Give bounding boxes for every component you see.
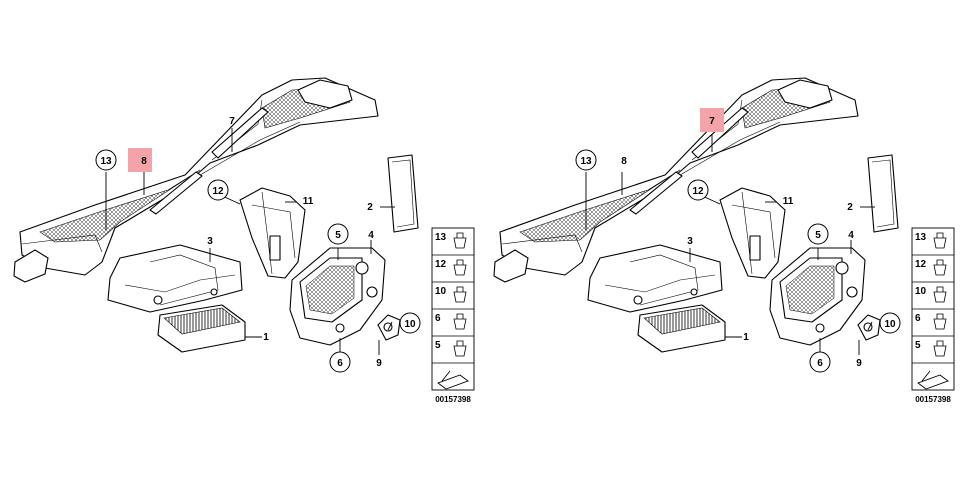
fastener-icon bbox=[933, 286, 947, 303]
part-label-9: 9 bbox=[856, 358, 862, 369]
part-label-13: 13 bbox=[580, 156, 592, 167]
highlight-box bbox=[700, 108, 724, 132]
left-diagram bbox=[13, 77, 419, 355]
fastener-legend: 13 12 10 6 5 00157398 bbox=[911, 227, 955, 404]
fastener-icon bbox=[453, 286, 467, 303]
arrow-symbol-icon bbox=[437, 370, 469, 390]
fastener-legend: 13 12 10 6 5 00157398 bbox=[431, 227, 475, 404]
fastener-icon bbox=[933, 259, 947, 276]
part-label-3: 3 bbox=[207, 236, 213, 247]
part-label-9: 9 bbox=[376, 358, 382, 369]
part-label-10: 10 bbox=[884, 319, 896, 330]
legend-label: 13 bbox=[915, 232, 927, 243]
legend-label: 12 bbox=[435, 259, 447, 270]
legend-label: 5 bbox=[915, 340, 921, 351]
callout-circle bbox=[575, 149, 597, 171]
callout-circle bbox=[687, 179, 709, 201]
legend-label: 13 bbox=[435, 232, 447, 243]
callout-circle bbox=[809, 351, 831, 373]
fastener-icon bbox=[933, 313, 947, 330]
part-label-13: 13 bbox=[100, 156, 112, 167]
callout-circle bbox=[207, 179, 229, 201]
right-diagram bbox=[493, 77, 899, 355]
part-label-8: 8 bbox=[621, 156, 627, 167]
callout-circle bbox=[399, 312, 421, 334]
fastener-icon bbox=[453, 313, 467, 330]
legend-label: 12 bbox=[915, 259, 927, 270]
fastener-icon bbox=[453, 259, 467, 276]
highlight-box bbox=[128, 148, 152, 172]
part-label-7: 7 bbox=[229, 116, 235, 127]
part-label-10: 10 bbox=[404, 319, 416, 330]
callout-circle bbox=[95, 149, 117, 171]
diagram-number: 00157398 bbox=[915, 395, 951, 404]
fastener-icon bbox=[453, 340, 467, 357]
part-label-11: 11 bbox=[303, 196, 314, 207]
part-label-6: 6 bbox=[817, 358, 823, 369]
fastener-icon bbox=[933, 232, 947, 249]
part-label-2: 2 bbox=[367, 202, 373, 213]
part-label-12: 12 bbox=[692, 186, 704, 197]
legend-label: 6 bbox=[435, 313, 441, 324]
callout-circle bbox=[329, 351, 351, 373]
part-label-4: 4 bbox=[368, 230, 374, 241]
part-label-5: 5 bbox=[335, 230, 341, 241]
legend-label: 10 bbox=[915, 286, 927, 297]
fastener-icon bbox=[933, 340, 947, 357]
part-label-8: 8 bbox=[141, 156, 147, 167]
legend-label: 5 bbox=[435, 340, 441, 351]
legend-label: 6 bbox=[915, 313, 921, 324]
part-label-2: 2 bbox=[847, 202, 853, 213]
part-label-1: 1 bbox=[743, 332, 749, 343]
part-label-3: 3 bbox=[687, 236, 693, 247]
part-label-7: 7 bbox=[709, 116, 715, 127]
fastener-icon bbox=[453, 232, 467, 249]
part-label-11: 11 bbox=[783, 196, 794, 207]
callout-circle bbox=[327, 223, 349, 245]
diagram-number: 00157398 bbox=[435, 395, 471, 404]
callout-circle bbox=[807, 223, 829, 245]
part-label-1: 1 bbox=[263, 332, 269, 343]
part-label-5: 5 bbox=[815, 230, 821, 241]
part-label-6: 6 bbox=[337, 358, 343, 369]
legend-label: 10 bbox=[435, 286, 447, 297]
arrow-symbol-icon bbox=[917, 370, 949, 390]
callout-circle bbox=[879, 312, 901, 334]
part-label-12: 12 bbox=[212, 186, 224, 197]
part-label-4: 4 bbox=[848, 230, 854, 241]
